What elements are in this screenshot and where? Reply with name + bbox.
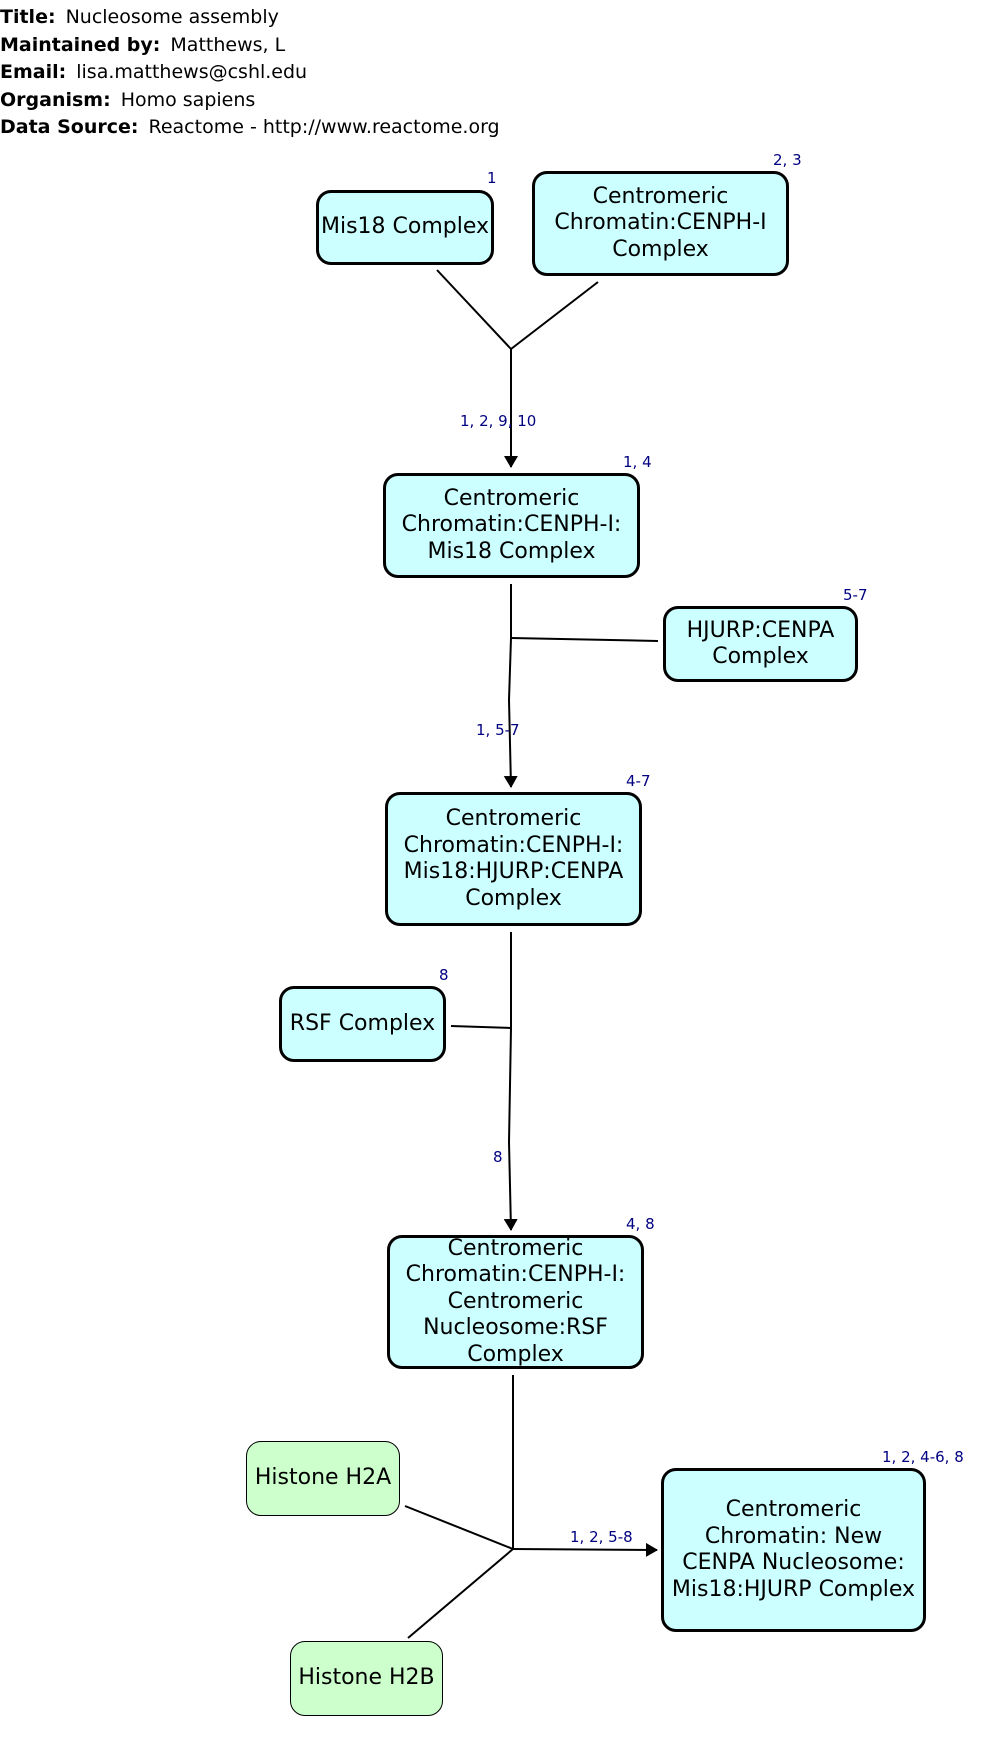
reaction1-refs: 1, 2, 9, 10 [460,412,537,430]
edge-reaction3-output [503,1027,518,1231]
refs-hjurp-cenpa: 5-7 [843,586,868,604]
reaction4-refs: 1, 2, 5-8 [570,1528,633,1546]
maintainer-key: Maintained by: [0,33,161,56]
pathway-title: Nucleosome assembly [65,6,279,28]
edge-cenph-i-input [510,281,599,350]
refs-cenph-nucleosome-rsf: 4, 8 [626,1215,655,1233]
email-value: lisa.matthews@cshl.edu [76,61,308,83]
refs-cenph-i: 2, 3 [773,151,802,169]
node-histone-h2a[interactable]: Histone H2A [246,1441,400,1516]
node-histone-h2b[interactable]: Histone H2B [290,1641,443,1716]
maintainer-value: Matthews, L [170,33,286,56]
title-key: Title: [0,6,56,28]
edge-h2b-input [407,1548,514,1639]
edge-reaction2-output [503,637,518,788]
email-row: Email: lisa.matthews@cshl.edu [0,59,500,87]
source-key: Data Source: [0,116,139,138]
edge-rsf-input [450,1025,512,1029]
reaction2-refs: 1, 5-7 [476,721,520,739]
refs-rsf: 8 [439,966,449,984]
email-key: Email: [0,61,67,83]
refs-cenph-mis18: 1, 4 [623,453,652,471]
maintainer-row: Maintained by: Matthews, L [0,32,500,60]
source-row: Data Source: Reactome - http://www.reacto… [0,114,500,142]
edge-reaction4-output [512,1542,658,1557]
reaction3-refs: 8 [493,1148,503,1166]
refs-cenph-mis18-hjurp-cenpa: 4-7 [626,772,651,790]
node-mis18-complex[interactable]: Mis18 Complex [316,190,494,265]
organism-key: Organism: [0,88,111,111]
edge-h2a-input [404,1505,514,1550]
edge-mis18-input [436,269,512,350]
node-rsf-complex[interactable]: RSF Complex [279,986,446,1062]
source-value: Reactome - http://www.reactome.org [148,116,500,138]
pathway-metadata: Title: Nucleosome assembly Maintained by:… [0,4,500,142]
organism-row: Organism: Homo sapiens [0,87,500,115]
edge-hjurp-cenpa-input [510,637,659,642]
organism-value: Homo sapiens [120,88,256,111]
refs-mis18: 1 [487,169,497,187]
title-row: Title: Nucleosome assembly [0,4,500,32]
refs-new-cenpa-nucleosome: 1, 2, 4-6, 8 [882,1448,964,1466]
